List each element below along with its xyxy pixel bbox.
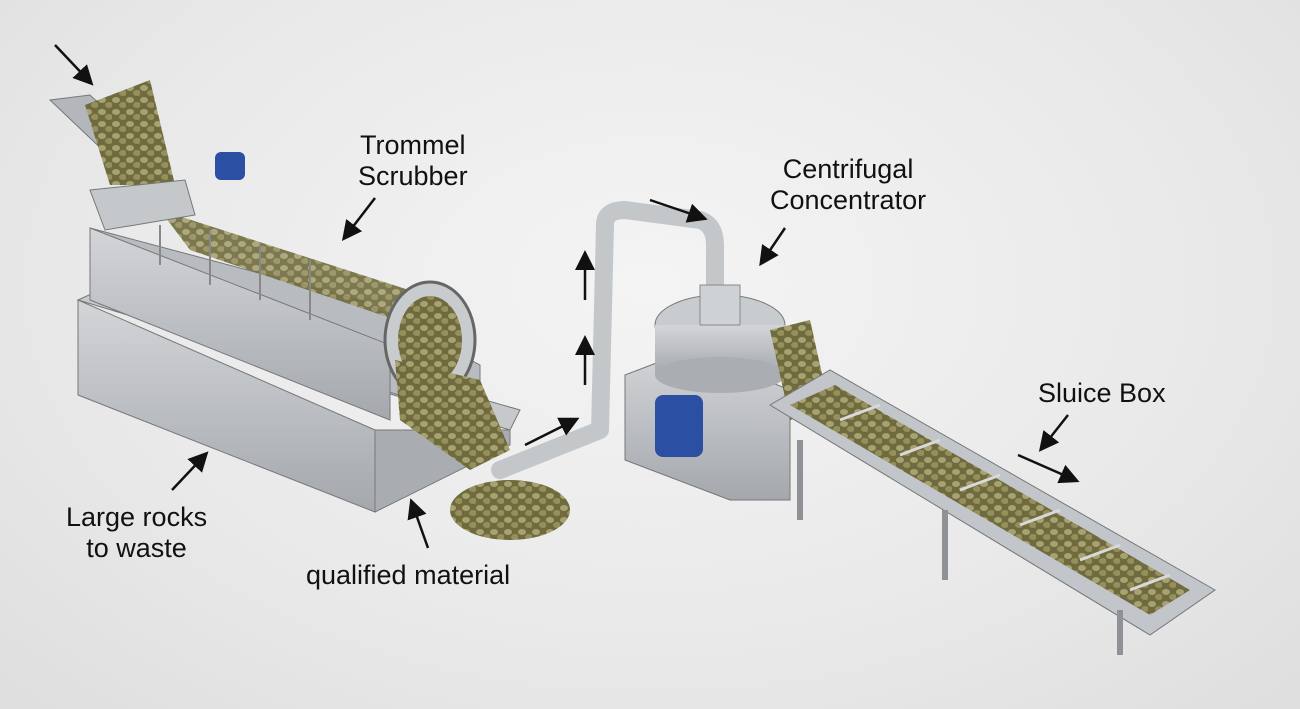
label-sluice-box: Sluice Box [1038,378,1166,408]
centrifugal-concentrator [624,284,830,501]
sluice-flow-arrow [1017,453,1080,484]
trommel-pointer-arrow [341,197,376,241]
pipe-diag-arrow [524,417,580,447]
pipe-flow-arrow [649,198,708,223]
sluice-box [769,369,1216,655]
large-rocks-pointer-arrow [171,451,209,491]
feed-arrow [54,44,94,86]
pipe [491,201,724,479]
qualified-pointer-arrow [407,498,430,549]
flow-arrows [54,44,1080,549]
label-large-rocks: Large rocks to waste [66,502,208,563]
label-centrifugal-concentrator: Centrifugal Concentrator [770,154,927,215]
trommel-scrubber [48,80,570,540]
sluice-pointer-arrow [1038,414,1069,452]
label-qualified-material: qualified material [306,560,511,590]
label-trommel-scrubber: Trommel Scrubber [358,130,468,191]
centrifugal-pointer-arrow [759,227,787,267]
